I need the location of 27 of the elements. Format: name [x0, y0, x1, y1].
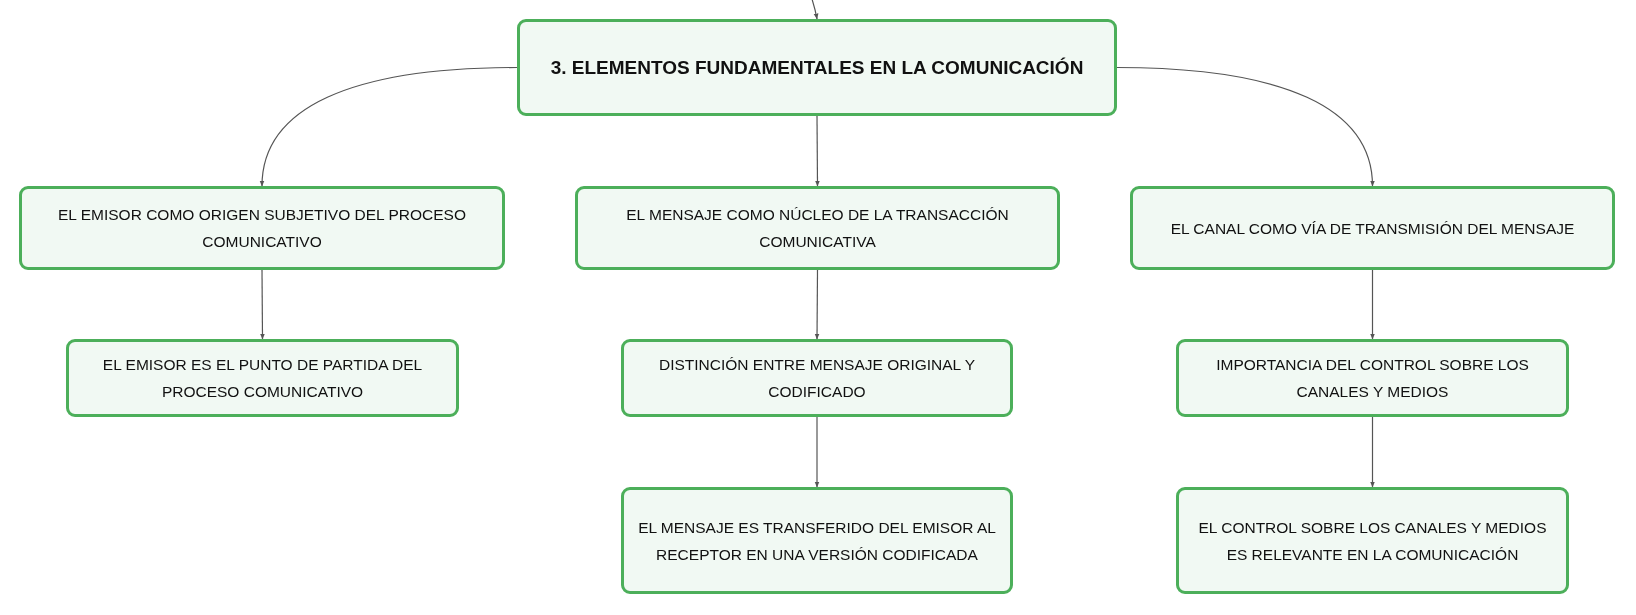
subtopic-box: [1130, 186, 1615, 270]
connector-arrow: [1370, 269, 1375, 340]
node-label: EL CANAL COMO VÍA DE TRANSMISIÓN DEL MENSAJE: [1170, 218, 1575, 239]
connector-arrow: [1116, 66, 1375, 187]
subtopic-box: [1176, 487, 1569, 594]
connector-arrow: [814, 269, 820, 340]
connector-arrow: [814, 416, 820, 488]
topic-box: [517, 19, 1117, 116]
node-label: EL EMISOR ES EL PUNTO DE PARTIDA DEL PROCESO COMUNICATIVO: [101, 355, 424, 402]
node-label: EL MENSAJE COMO NÚCLEO DE LA TRANSACCIÓN COMUNICATIVA: [625, 205, 1010, 252]
node-label: DISTINCIÓN ENTRE MENSAJE ORIGINAL Y CODIFICADO: [657, 355, 977, 402]
connector-arrow: [815, 115, 820, 187]
subtopic-box: [621, 339, 1013, 417]
connector-arrow: [1370, 416, 1375, 488]
node-label: EL CONTROL SOBRE LOS CANALES Y MEDIOS ES RELEVANTE EN LA COMUNICACIÓN: [1197, 517, 1548, 565]
node-label: 3. ELEMENTOS FUNDAMENTALES EN LA COMUNICACIÓN: [550, 55, 1084, 80]
connector-arrow: [260, 66, 518, 187]
connector-arrow: [260, 269, 265, 340]
subtopic-box: [1176, 339, 1569, 417]
subtopic-box: [19, 186, 505, 270]
subtopic-box: [621, 487, 1013, 594]
node-label: EL MENSAJE ES TRANSFERIDO DEL EMISOR AL RECEPTOR EN UNA VERSIÓN CODIFICADA: [637, 517, 997, 565]
node-label: EL EMISOR COMO ORIGEN SUBJETIVO DEL PROCESO COMUNICATIVO: [57, 205, 467, 252]
node-label: IMPORTANCIA DEL CONTROL SOBRE LOS CANALES Y MEDIOS: [1215, 355, 1530, 402]
connector-arrow: [810, 0, 819, 20]
subtopic-box: [575, 186, 1060, 270]
subtopic-box: [66, 339, 459, 417]
